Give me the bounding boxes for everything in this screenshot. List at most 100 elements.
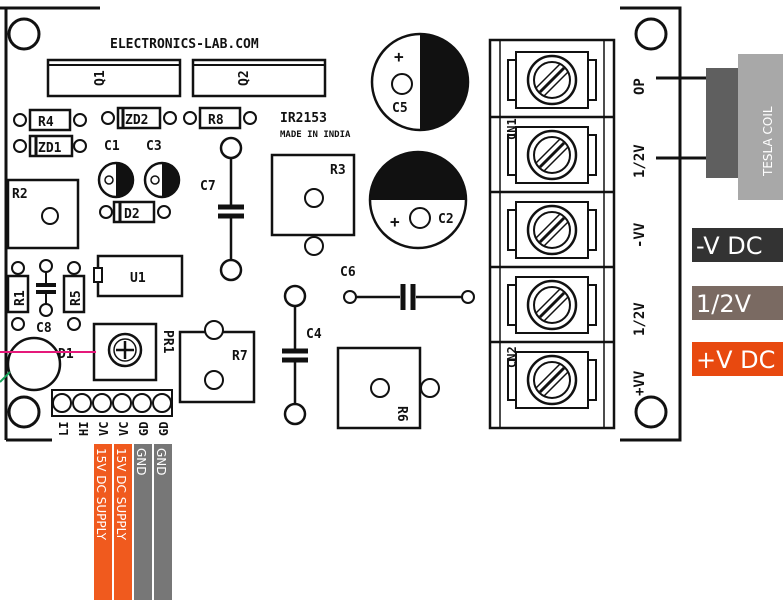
wire-3 (154, 444, 172, 600)
pad (243, 111, 257, 125)
board-edge (620, 6, 682, 442)
c1-label: C1 (104, 139, 120, 154)
r1-label: R1 (13, 290, 28, 306)
pin-label-hi: HI (77, 422, 91, 436)
r2-label: R2 (12, 187, 28, 202)
c5-label: C5 (392, 101, 408, 116)
pad (104, 175, 114, 185)
r7-label: R7 (232, 349, 248, 364)
wire-2 (134, 444, 152, 600)
terminal-label-pos-v: +VV (632, 370, 648, 396)
pad (183, 111, 197, 125)
r3-body (270, 153, 356, 237)
screw-icon (526, 279, 578, 331)
r7-body (178, 330, 256, 404)
pad (370, 378, 390, 398)
r4-body (28, 108, 72, 132)
screw-icon (526, 354, 578, 406)
c7-label: C7 (200, 179, 216, 194)
pr1-knob (113, 338, 137, 362)
pad (73, 139, 87, 153)
c3-label: C3 (146, 139, 162, 154)
terminal-block (488, 38, 616, 430)
terminal-label-half-v: 1/2V (632, 302, 648, 336)
c5-plus-sign: + (394, 47, 404, 66)
d2-label: D2 (124, 207, 140, 222)
c4-label: C4 (306, 327, 322, 342)
c1-polarity (116, 163, 133, 197)
c8-label: C8 (36, 321, 52, 336)
legend-swatch (692, 342, 783, 376)
pad (420, 378, 440, 398)
q1-body (46, 58, 182, 98)
wire-label: 15V DC SUPPLY (94, 448, 108, 541)
d2-body (112, 200, 156, 224)
u1-notch (93, 267, 103, 283)
pad (391, 73, 413, 95)
cn1-label: CN1 (505, 118, 519, 140)
pad (11, 261, 25, 275)
wire-0 (94, 444, 112, 600)
pad (11, 317, 25, 331)
pad (163, 111, 177, 125)
r3-label: R3 (330, 163, 346, 178)
r8-body (198, 106, 242, 130)
mount-hole (634, 395, 668, 429)
pad (67, 317, 81, 331)
legend: -V DC1/2V+V DC (692, 228, 783, 376)
screw-icon (526, 204, 578, 256)
tesla-coil-label: TESLA COIL (761, 106, 775, 177)
pin-label-vc: VC (117, 422, 131, 436)
mount-hole (634, 17, 668, 51)
q1-label: Q1 (93, 70, 108, 86)
tesla-coil-base (706, 68, 740, 178)
screw-icon (526, 54, 578, 106)
pr1-label: PR1 (160, 330, 175, 354)
zd2-label: ZD2 (125, 113, 148, 128)
pad (157, 205, 171, 219)
cn2-label: CN2 (505, 346, 519, 368)
zd2-body (116, 106, 162, 130)
pin-label-li: LI (57, 422, 71, 436)
r5-label: R5 (69, 290, 84, 306)
pad (409, 207, 431, 229)
green-wire (0, 371, 11, 383)
pin-label-gd: GD (157, 422, 171, 436)
terminal-label-half-v: 1/2V (632, 144, 648, 178)
pad (204, 370, 224, 390)
pad (219, 136, 243, 160)
pad (39, 259, 53, 273)
website-label: ELECTRONICS-LAB.COM (110, 37, 259, 52)
pad (461, 290, 475, 304)
wire-1 (114, 444, 132, 600)
c3-polarity (162, 163, 179, 197)
screw-icon (526, 129, 578, 181)
legend-swatch (692, 228, 783, 262)
header-pads (51, 389, 173, 417)
pad (343, 290, 357, 304)
pad (283, 402, 307, 426)
pad (101, 111, 115, 125)
r2-body (6, 178, 80, 250)
pad (13, 113, 27, 127)
terminal-label-neg-v: -VV (632, 222, 648, 248)
q2-label: Q2 (237, 70, 252, 86)
pad (41, 207, 59, 225)
c2-plus-sign: + (390, 212, 400, 231)
wire-label: GND (134, 448, 148, 476)
pin-label-gd: GD (137, 422, 151, 436)
zd1-body (28, 134, 74, 158)
legend-label: 1/2V (696, 290, 752, 318)
r6-label: R6 (394, 406, 409, 422)
pad (304, 188, 324, 208)
r1-body (6, 274, 30, 314)
wire-label: GND (154, 448, 168, 476)
r5-body (62, 274, 86, 314)
terminal-screws (490, 51, 614, 409)
u1-label: U1 (130, 271, 146, 286)
wire-label: 15V DC SUPPLY (114, 448, 128, 541)
legend-label: +V DC (696, 346, 775, 374)
c2-label: C2 (438, 212, 454, 227)
pad (67, 261, 81, 275)
